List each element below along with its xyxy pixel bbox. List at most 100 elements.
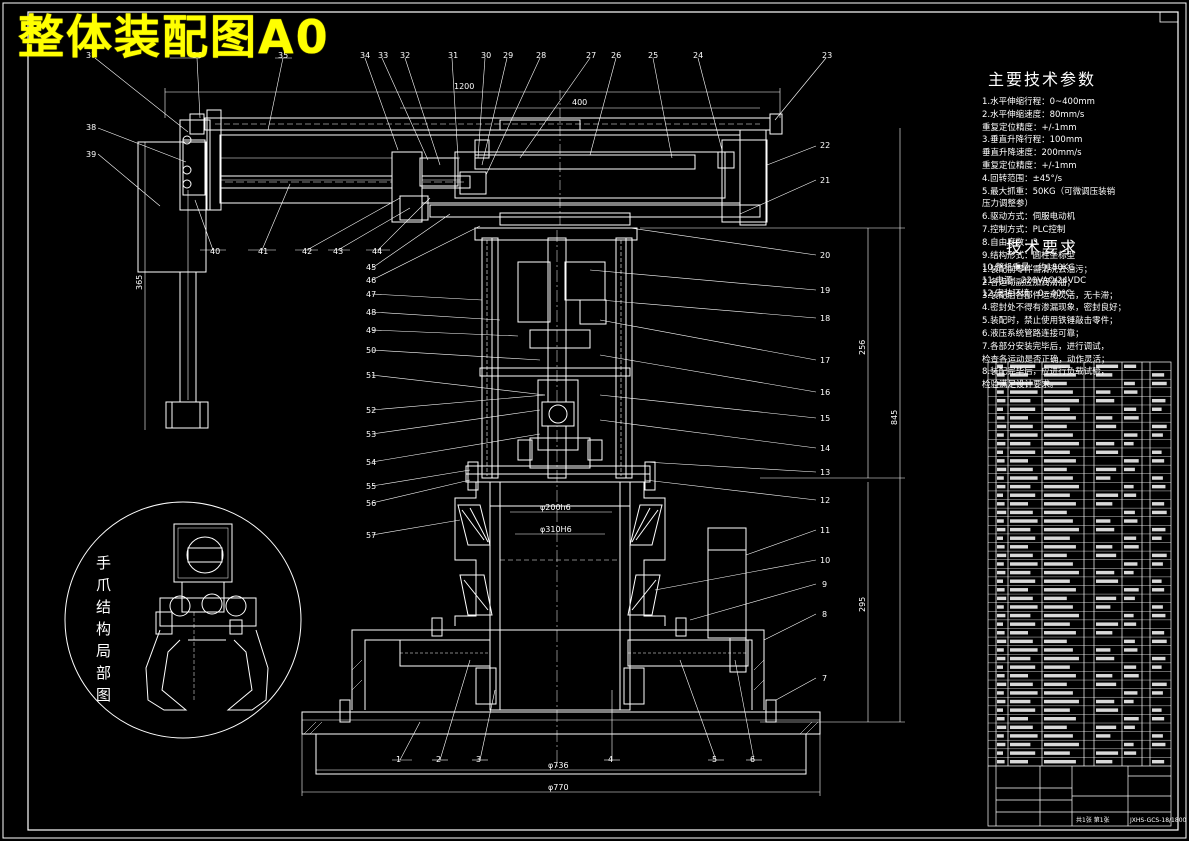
parts-entry-text xyxy=(1124,725,1135,730)
parts-entry-text xyxy=(1124,588,1139,592)
parts-entry-text xyxy=(1152,742,1166,747)
parts-entry-text xyxy=(1124,691,1138,695)
parts-entry-text xyxy=(1124,674,1139,678)
parts-entry-text xyxy=(1124,519,1138,523)
parts-entry-text xyxy=(1010,441,1031,446)
parts-entry-text xyxy=(1124,416,1139,420)
parts-entry-text xyxy=(1044,570,1079,575)
callout-54: 54 xyxy=(366,458,376,467)
parts-entry-text xyxy=(1152,759,1165,764)
parts-entry-text xyxy=(1096,759,1113,764)
parts-entry-text xyxy=(1044,527,1079,532)
parts-entry-text xyxy=(997,742,1006,747)
parts-entry-text xyxy=(1152,450,1162,454)
parts-entry-text xyxy=(1096,622,1119,626)
callout-53: 53 xyxy=(366,430,376,439)
parts-entry-text xyxy=(997,648,1004,652)
parts-entry-text xyxy=(1010,527,1031,532)
parts-entry-text xyxy=(997,467,1007,472)
callout-19: 19 xyxy=(820,286,830,295)
parts-entry-text xyxy=(1096,519,1111,523)
parts-entry-text xyxy=(1044,691,1073,695)
requirement-line: 1.装配前零件需清洗去油污； xyxy=(982,265,1093,275)
parts-list-entries xyxy=(997,364,1167,764)
callout-38: 38 xyxy=(86,123,96,132)
parts-entry-text xyxy=(1096,656,1115,661)
parts-entry-text xyxy=(1010,424,1033,429)
parts-entry-text xyxy=(1010,467,1033,472)
parts-entry-text xyxy=(1152,484,1166,489)
dim-total-height: 845 xyxy=(890,410,899,425)
parts-entry-text xyxy=(997,450,1003,454)
callout-57: 57 xyxy=(366,531,376,540)
callout-15: 15 xyxy=(820,414,830,423)
parts-entry-text xyxy=(1010,570,1031,575)
param-line: 10.整机重量：约180KG xyxy=(982,263,1075,274)
parts-entry-text xyxy=(1010,398,1031,403)
parts-entry-text xyxy=(1010,588,1028,592)
dim-lower-height: 295 xyxy=(858,597,867,612)
parts-entry-text xyxy=(1044,433,1073,437)
parts-entry-text xyxy=(1096,734,1111,738)
parts-entry-text xyxy=(1044,553,1067,558)
parts-entry-text xyxy=(1044,699,1079,704)
parts-entry-text xyxy=(1010,510,1033,515)
parts-entry-text xyxy=(1044,519,1073,523)
parts-entry-text xyxy=(997,416,1005,420)
parts-entry-text xyxy=(1096,545,1113,549)
sheet-info: 共1张 第1张 xyxy=(1076,816,1110,824)
callout-48: 48 xyxy=(366,308,376,317)
dimension-labels: 1200 400 365 256 845 295 φ200h6 φ310H6 φ… xyxy=(135,82,899,792)
callout-21: 21 xyxy=(820,176,830,185)
callout-6: 6 xyxy=(750,755,755,764)
callout-17: 17 xyxy=(820,356,830,365)
parts-entry-text xyxy=(997,759,1005,764)
technical-requirements: 技术要求 1.装配前零件需清洗去油污；2.各运动副应加润滑油；3.装配后各部件运… xyxy=(982,234,1126,392)
parts-entry-text xyxy=(1152,510,1167,515)
parts-entry-text xyxy=(1010,605,1038,609)
callout-8: 8 xyxy=(822,610,827,619)
tech-heading: 技术要求 xyxy=(1006,238,1079,257)
parts-entry-text xyxy=(1096,493,1119,497)
parts-entry-text xyxy=(1124,407,1137,411)
parts-entry-text xyxy=(1010,613,1031,618)
callout-33: 33 xyxy=(378,51,388,60)
callout-51: 51 xyxy=(366,371,376,380)
parts-entry-text xyxy=(1152,579,1162,583)
parts-list-rows xyxy=(988,370,1171,758)
param-line: 压力调整参） xyxy=(982,199,1034,210)
callout-20: 20 xyxy=(820,251,830,260)
callout-5: 5 xyxy=(712,755,717,764)
parts-entry-text xyxy=(1096,502,1113,506)
parts-entry-text xyxy=(1044,596,1067,601)
callout-42: 42 xyxy=(302,247,312,256)
parts-entry-text xyxy=(1044,545,1076,549)
callout-30: 30 xyxy=(481,51,491,60)
parts-entry-text xyxy=(1124,433,1138,437)
parts-entry-text xyxy=(1124,562,1138,566)
callout-14: 14 xyxy=(820,444,830,453)
parts-entry-text xyxy=(1152,407,1162,411)
parts-entry-text xyxy=(1152,708,1162,712)
callout-24: 24 xyxy=(693,51,703,60)
parts-entry-text xyxy=(1096,596,1117,601)
callout-52: 52 xyxy=(366,406,376,415)
callout-35: 35 xyxy=(278,51,288,60)
param-line: 3.垂直升降行程：100mm xyxy=(982,135,1083,146)
parts-entry-text xyxy=(1010,416,1028,420)
callout-36: 36 xyxy=(192,51,202,60)
parts-entry-text xyxy=(997,699,1006,704)
parts-entry-text xyxy=(1152,717,1165,721)
requirement-line: 2.各运动副应加润滑油； xyxy=(982,277,1076,288)
parts-entry-text xyxy=(1096,476,1111,480)
parts-entry-text xyxy=(1044,665,1070,669)
requirement-line: 4.密封处不得有渗漏现象，密封良好； xyxy=(982,303,1127,314)
parts-entry-text xyxy=(1010,742,1031,747)
param-line: 11.电源：220VAC/24VDC xyxy=(982,276,1087,287)
callout-27: 27 xyxy=(586,51,596,60)
parts-entry-text xyxy=(1152,665,1162,669)
parts-entry-text xyxy=(1010,665,1036,669)
parts-entry-text xyxy=(997,613,1006,618)
